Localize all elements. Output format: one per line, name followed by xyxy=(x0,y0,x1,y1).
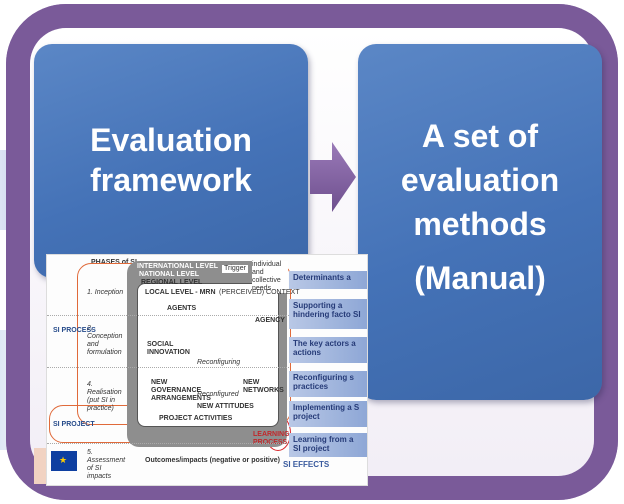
box-right-line-3: methods xyxy=(413,206,547,242)
phase-1: 1. Inception xyxy=(87,289,124,296)
box-left-line-1: Evaluation xyxy=(90,122,252,158)
agents-label: AGENTS xyxy=(167,305,197,312)
context-label: (PERCEIVED) CONTEXT xyxy=(219,289,300,296)
reconfigured-label: Reconfigured xyxy=(197,391,239,398)
level-international: INTERNATIONAL LEVEL xyxy=(137,263,219,270)
learning-label: LEARNING PROCESS xyxy=(253,431,290,446)
side-item-5: Implementing a S project xyxy=(289,401,367,427)
si-project-label: SI PROJECT xyxy=(53,421,95,428)
si-effects-label: SI EFFECTS xyxy=(283,460,330,469)
new-networks-label: NEW NETWORKS xyxy=(243,379,284,394)
phases-title: PHASES of SI xyxy=(91,259,137,266)
eu-flag-icon xyxy=(51,451,77,471)
si-process-label: SI PROCESS xyxy=(53,327,96,334)
phase-4: 4. Realisation (put SI in practice) xyxy=(87,381,122,412)
needs-label: individual and collective needs xyxy=(252,261,288,293)
evaluation-methods-box: A set of evaluation methods (Manual) xyxy=(358,44,602,400)
si-label: SOCIAL INNOVATION xyxy=(147,341,190,356)
project-activities-label: PROJECT ACTIVITIES xyxy=(159,415,233,422)
side-item-4: Reconfiguring s practices xyxy=(289,371,367,397)
side-item-1: Determinants a xyxy=(289,271,367,289)
outcomes-label: Outcomes/impacts (negative or positive) xyxy=(145,457,280,464)
box-right-sub: (Manual) xyxy=(414,260,546,296)
box-left-line-2: framework xyxy=(90,162,252,198)
evaluation-framework-box: Evaluation framework xyxy=(34,44,308,278)
agency-label: AGENCY xyxy=(255,317,285,324)
box-right-line-1: A set of xyxy=(421,118,539,154)
right-arrow-icon xyxy=(310,142,356,212)
phase-separator xyxy=(47,315,289,316)
phase-separator xyxy=(47,367,289,368)
new-gov-label: NEW GOVERNANCE ARRANGEMENTS xyxy=(151,379,211,402)
side-item-6: Learning from a SI project xyxy=(289,433,367,457)
phase-5: 5. Assessment of SI impacts xyxy=(87,449,126,480)
side-item-2: Supporting a hindering facto SI xyxy=(289,299,367,329)
si-framework-figure: PHASES of SI INTERNATIONAL LEVEL NATIONA… xyxy=(46,254,368,486)
reconfiguring-label: Reconfiguring xyxy=(197,359,241,366)
side-item-3: The key actors a actions xyxy=(289,337,367,363)
level-national: NATIONAL LEVEL xyxy=(139,271,200,278)
phase-separator xyxy=(47,443,289,444)
level-local: LOCAL LEVEL - MRN xyxy=(145,289,216,296)
phase-2: 2. Conception and formulation xyxy=(87,325,123,356)
trigger-label: Trigger xyxy=(222,265,248,273)
new-attitudes-label: NEW ATTITUDES xyxy=(197,403,254,410)
level-regional: REGIONAL LEVEL xyxy=(141,279,203,286)
box-right-line-2: evaluation xyxy=(400,162,560,198)
local-level-block xyxy=(137,283,279,427)
